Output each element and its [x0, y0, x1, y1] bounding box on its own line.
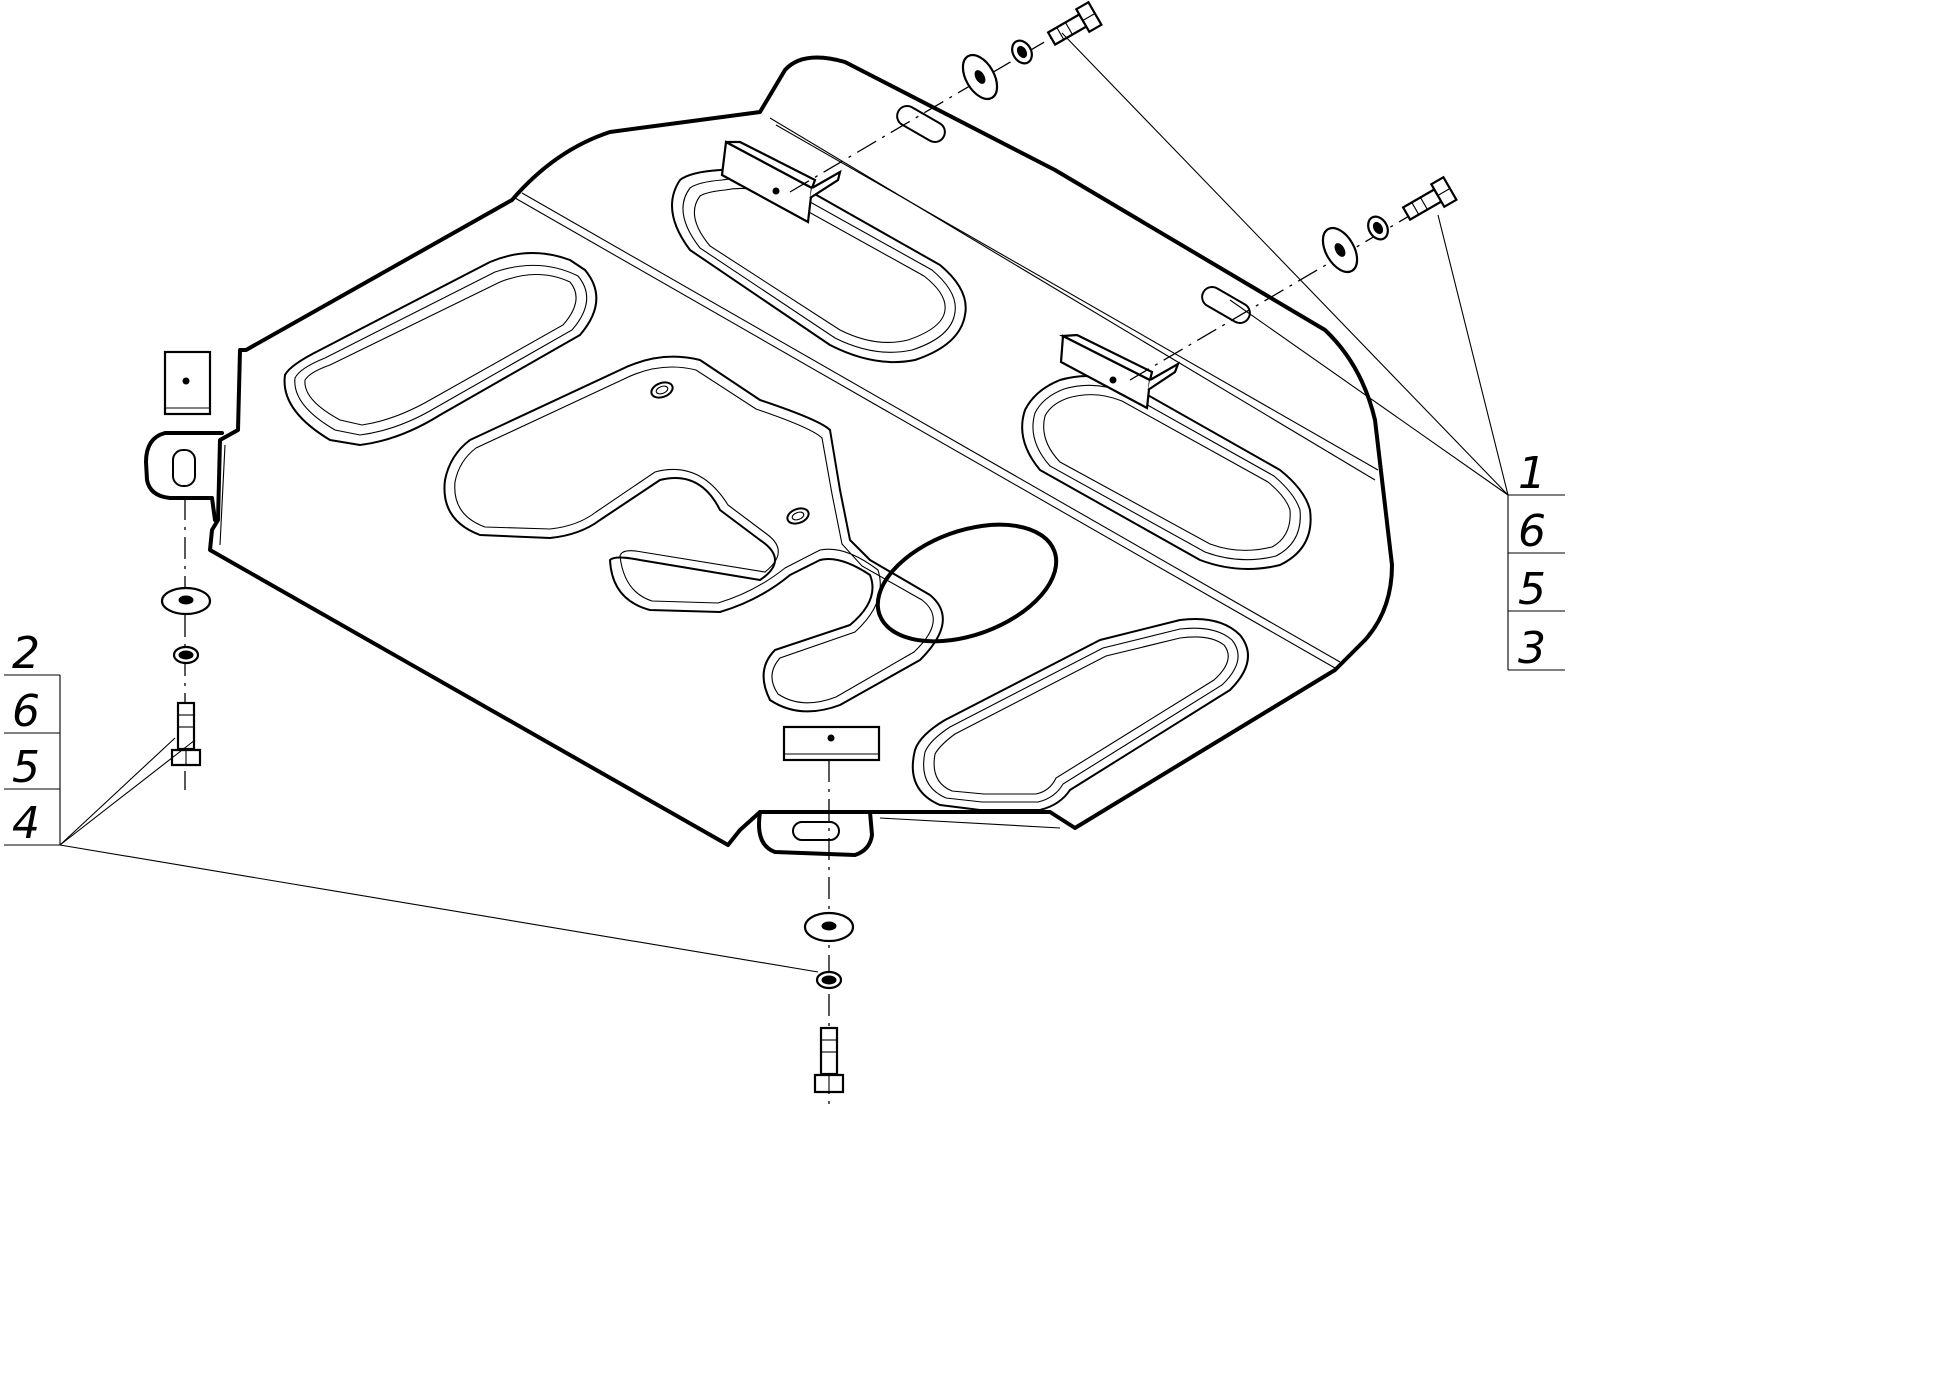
callout-label: 5 — [1518, 564, 1546, 615]
callout-label: 3 — [1518, 623, 1546, 674]
callout-label: 4 — [12, 798, 40, 849]
exploded-assembly-drawing: 1 6 5 3 2 6 5 4 — [4, 0, 1565, 1105]
skid-plate — [144, 55, 1394, 857]
bolt — [1046, 0, 1103, 47]
fasteners-top — [961, 0, 1103, 101]
bolt — [170, 701, 202, 767]
plate-outline — [208, 55, 1394, 847]
callout-label: 5 — [12, 742, 40, 793]
callout-label: 6 — [12, 686, 40, 737]
callout-table-left: 2 6 5 4 — [4, 628, 61, 849]
hole — [650, 381, 674, 399]
access-opening — [875, 522, 1059, 644]
bottom-mounting-tab — [757, 810, 874, 857]
callout-label: 6 — [1518, 506, 1546, 557]
tab-slot — [172, 449, 196, 487]
recess-5 — [911, 618, 1249, 811]
callout-label: 2 — [12, 628, 40, 679]
captive-nut-left — [163, 350, 212, 416]
bolt — [1401, 175, 1458, 222]
callout-table-right: 1 6 5 3 — [1507, 448, 1565, 674]
recess-3 — [443, 355, 944, 713]
fasteners-bottom — [803, 911, 855, 1094]
fasteners-right — [1321, 175, 1458, 274]
captive-nut-bottom — [782, 725, 881, 762]
captive-nut-right — [1058, 333, 1181, 410]
captive-nut-top — [720, 140, 842, 224]
recess-1 — [283, 252, 598, 446]
fasteners-left — [160, 586, 212, 767]
leader-lines — [59, 32, 1509, 973]
callout-label: 1 — [1518, 448, 1546, 499]
slot — [1201, 286, 1251, 324]
recess-4 — [1021, 375, 1312, 570]
hole — [786, 507, 810, 525]
left-mounting-tab — [144, 431, 224, 522]
recess-2 — [671, 167, 967, 364]
tab-slot — [792, 821, 840, 841]
bolt — [813, 1026, 845, 1094]
slot — [896, 105, 946, 143]
